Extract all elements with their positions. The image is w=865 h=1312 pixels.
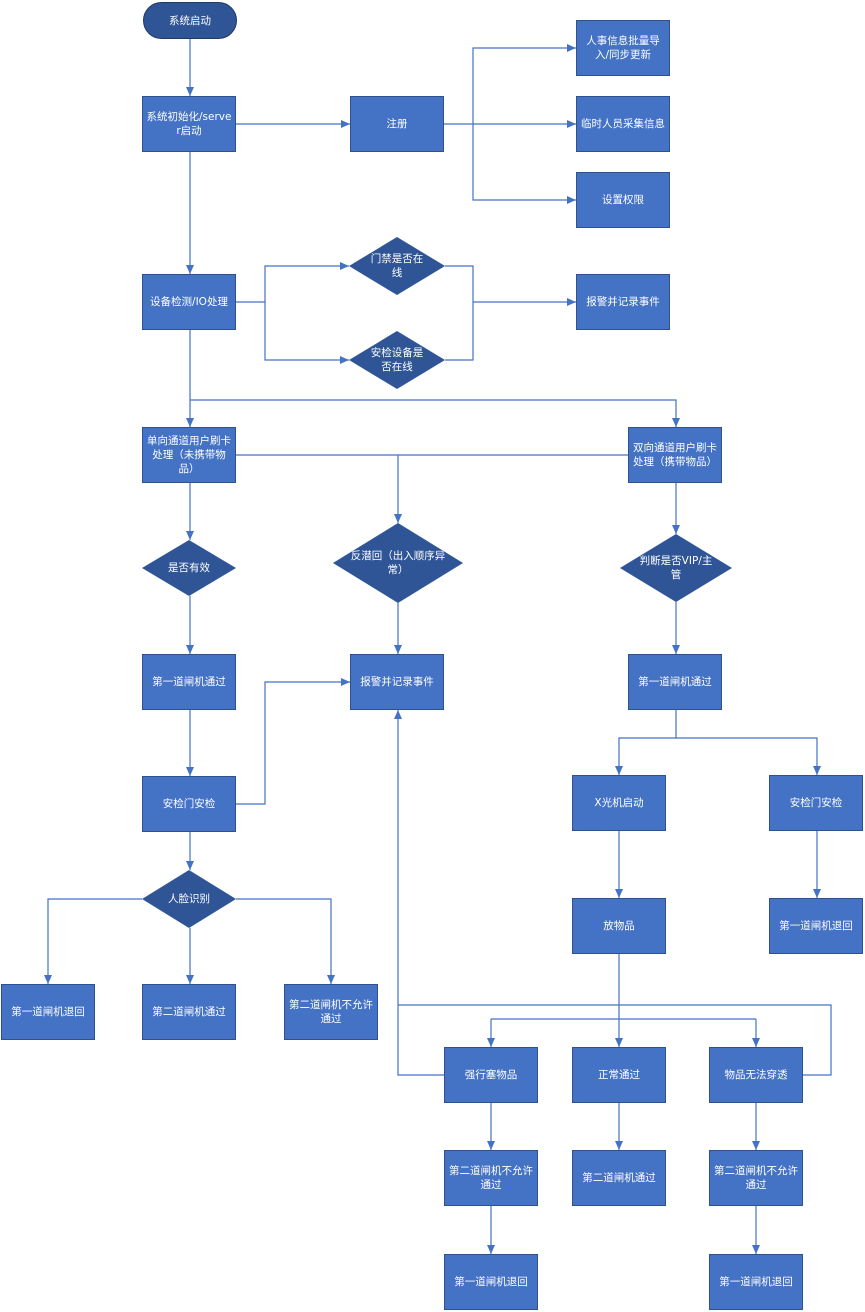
gate1-return-right-step: 第一道闸机退回 <box>769 898 863 954</box>
cannot-penetrate-step: 物品无法穿透 <box>709 1047 803 1103</box>
device-check-step: 设备检测/IO处理 <box>142 274 236 330</box>
connector-secdoor-left-to-alarm-mid <box>236 678 350 805</box>
one-way-swipe-step: 单向通道用户刷卡处理（未携带物品） <box>142 427 236 483</box>
gate2-deny-force-label: 第二道闸机不允许通过 <box>449 1165 533 1191</box>
start-terminal: 系统启动 <box>143 2 237 39</box>
gate2-pass-left-label: 第二道闸机通过 <box>152 1006 226 1018</box>
connector-register-to-set-permission <box>472 124 576 204</box>
alarm-top-step: 报警并记录事件 <box>576 274 670 330</box>
gate1-return-force-step: 第一道闸机退回 <box>444 1254 538 1310</box>
antipassback-decision: 反潜回（出入顺序异常） <box>333 523 463 603</box>
two-way-swipe-step: 双向通道用户刷卡处理（携带物品） <box>628 427 722 483</box>
alarm-mid-label: 报警并记录事件 <box>360 676 434 688</box>
connector-gate1-right-to-secdoor-right <box>676 737 821 775</box>
register-label: 注册 <box>386 118 408 130</box>
gate2-pass-normal-label: 第二道闸机通过 <box>582 1172 656 1184</box>
gate2-deny-force-step: 第二道闸机不允许通过 <box>444 1150 538 1206</box>
security-door-right-label: 安检门安检 <box>789 797 843 809</box>
connector-door-to-alarm-join <box>445 265 474 361</box>
put-items-label: 放物品 <box>603 920 635 932</box>
door-online-label: 门禁是否在线 <box>370 253 424 279</box>
security-online-label: 安检设备是否在线 <box>370 347 424 373</box>
connector-gate1-right-split <box>615 710 677 775</box>
face-recognition-decision: 人脸识别 <box>142 870 236 928</box>
cannot-penetrate-label: 物品无法穿透 <box>724 1069 788 1081</box>
security-online-decision: 安检设备是否在线 <box>349 331 445 389</box>
face-recognition-label: 人脸识别 <box>168 893 210 905</box>
security-door-right-step: 安检门安检 <box>769 775 863 831</box>
connector-force-items-to-alarm-mid <box>394 710 444 1076</box>
gate2-deny-penetrate-step: 第二道闸机不允许通过 <box>709 1150 803 1206</box>
gate1-pass-left-step: 第一道闸机通过 <box>142 654 236 710</box>
one-way-swipe-label: 单向通道用户刷卡处理（未携带物品） <box>147 435 231 475</box>
gate2-deny-left-label: 第二道闸机不允许通过 <box>289 999 373 1025</box>
alarm-top-label: 报警并记录事件 <box>586 296 660 308</box>
normal-pass-step: 正常通过 <box>572 1047 666 1103</box>
temp-collect-step: 临时人员采集信息 <box>576 96 670 152</box>
two-way-swipe-label: 双向通道用户刷卡处理（携带物品） <box>633 442 717 468</box>
force-items-step: 强行塞物品 <box>444 1047 538 1103</box>
hr-import-label: 人事信息批量导入/同步更新 <box>586 35 660 61</box>
gate1-return-left-label: 第一道闸机退回 <box>11 1006 85 1018</box>
set-permission-step: 设置权限 <box>576 172 670 228</box>
gate1-return-force-label: 第一道闸机退回 <box>454 1276 528 1288</box>
force-items-label: 强行塞物品 <box>464 1069 518 1081</box>
vip-label: 判断是否VIP/主管 <box>639 555 713 581</box>
gate2-deny-left-step: 第二道闸机不允许通过 <box>284 984 378 1040</box>
gate2-deny-penetrate-label: 第二道闸机不允许通过 <box>714 1165 798 1191</box>
valid-label: 是否有效 <box>168 562 210 574</box>
gate1-pass-right-label: 第一道闸机通过 <box>638 676 712 688</box>
normal-pass-label: 正常通过 <box>598 1069 640 1081</box>
register-step: 注册 <box>350 96 444 152</box>
put-items-step: 放物品 <box>572 898 666 954</box>
gate1-return-penetrate-step: 第一道闸机退回 <box>709 1254 803 1310</box>
init-step: 系统初始化/server启动 <box>142 96 236 152</box>
gate2-pass-normal-step: 第二道闸机通过 <box>572 1150 666 1206</box>
security-door-left-step: 安检门安检 <box>142 776 236 832</box>
antipassback-label: 反潜回（出入顺序异常） <box>350 550 446 576</box>
connector-device-check-to-door <box>236 262 349 303</box>
gate2-pass-left-step: 第二道闸机通过 <box>142 984 236 1040</box>
xray-label: X光机启动 <box>594 797 644 809</box>
temp-collect-label: 临时人员采集信息 <box>581 118 665 130</box>
connector-face-to-gate1-return-left <box>44 898 142 984</box>
gate1-return-right-label: 第一道闸机退回 <box>779 920 853 932</box>
connector-device-check-to-security <box>264 302 349 364</box>
init-label: 系统初始化/server启动 <box>146 111 232 137</box>
vip-decision: 判断是否VIP/主管 <box>620 534 732 602</box>
start-label: 系统启动 <box>169 14 211 27</box>
gate1-pass-left-label: 第一道闸机通过 <box>152 676 226 688</box>
valid-decision: 是否有效 <box>142 540 236 596</box>
gate1-return-penetrate-label: 第一道闸机退回 <box>719 1276 793 1288</box>
hr-import-step: 人事信息批量导入/同步更新 <box>576 20 670 76</box>
xray-step: X光机启动 <box>572 775 666 831</box>
gate1-return-left-step: 第一道闸机退回 <box>1 984 95 1040</box>
gate1-pass-right-step: 第一道闸机通过 <box>628 654 722 710</box>
connector-face-to-gate2-deny-left <box>236 898 335 984</box>
device-check-label: 设备检测/IO处理 <box>150 296 228 308</box>
connector-cannot-penetrate-loop <box>398 1004 832 1076</box>
connector-two-way-to-antipassback <box>394 454 628 523</box>
set-permission-label: 设置权限 <box>602 194 644 206</box>
connector-register-to-hr-import <box>444 44 576 125</box>
alarm-mid-step: 报警并记录事件 <box>350 654 444 710</box>
connector-split-to-two-way <box>190 399 680 427</box>
security-door-left-label: 安检门安检 <box>162 798 216 810</box>
door-online-decision: 门禁是否在线 <box>349 237 445 295</box>
